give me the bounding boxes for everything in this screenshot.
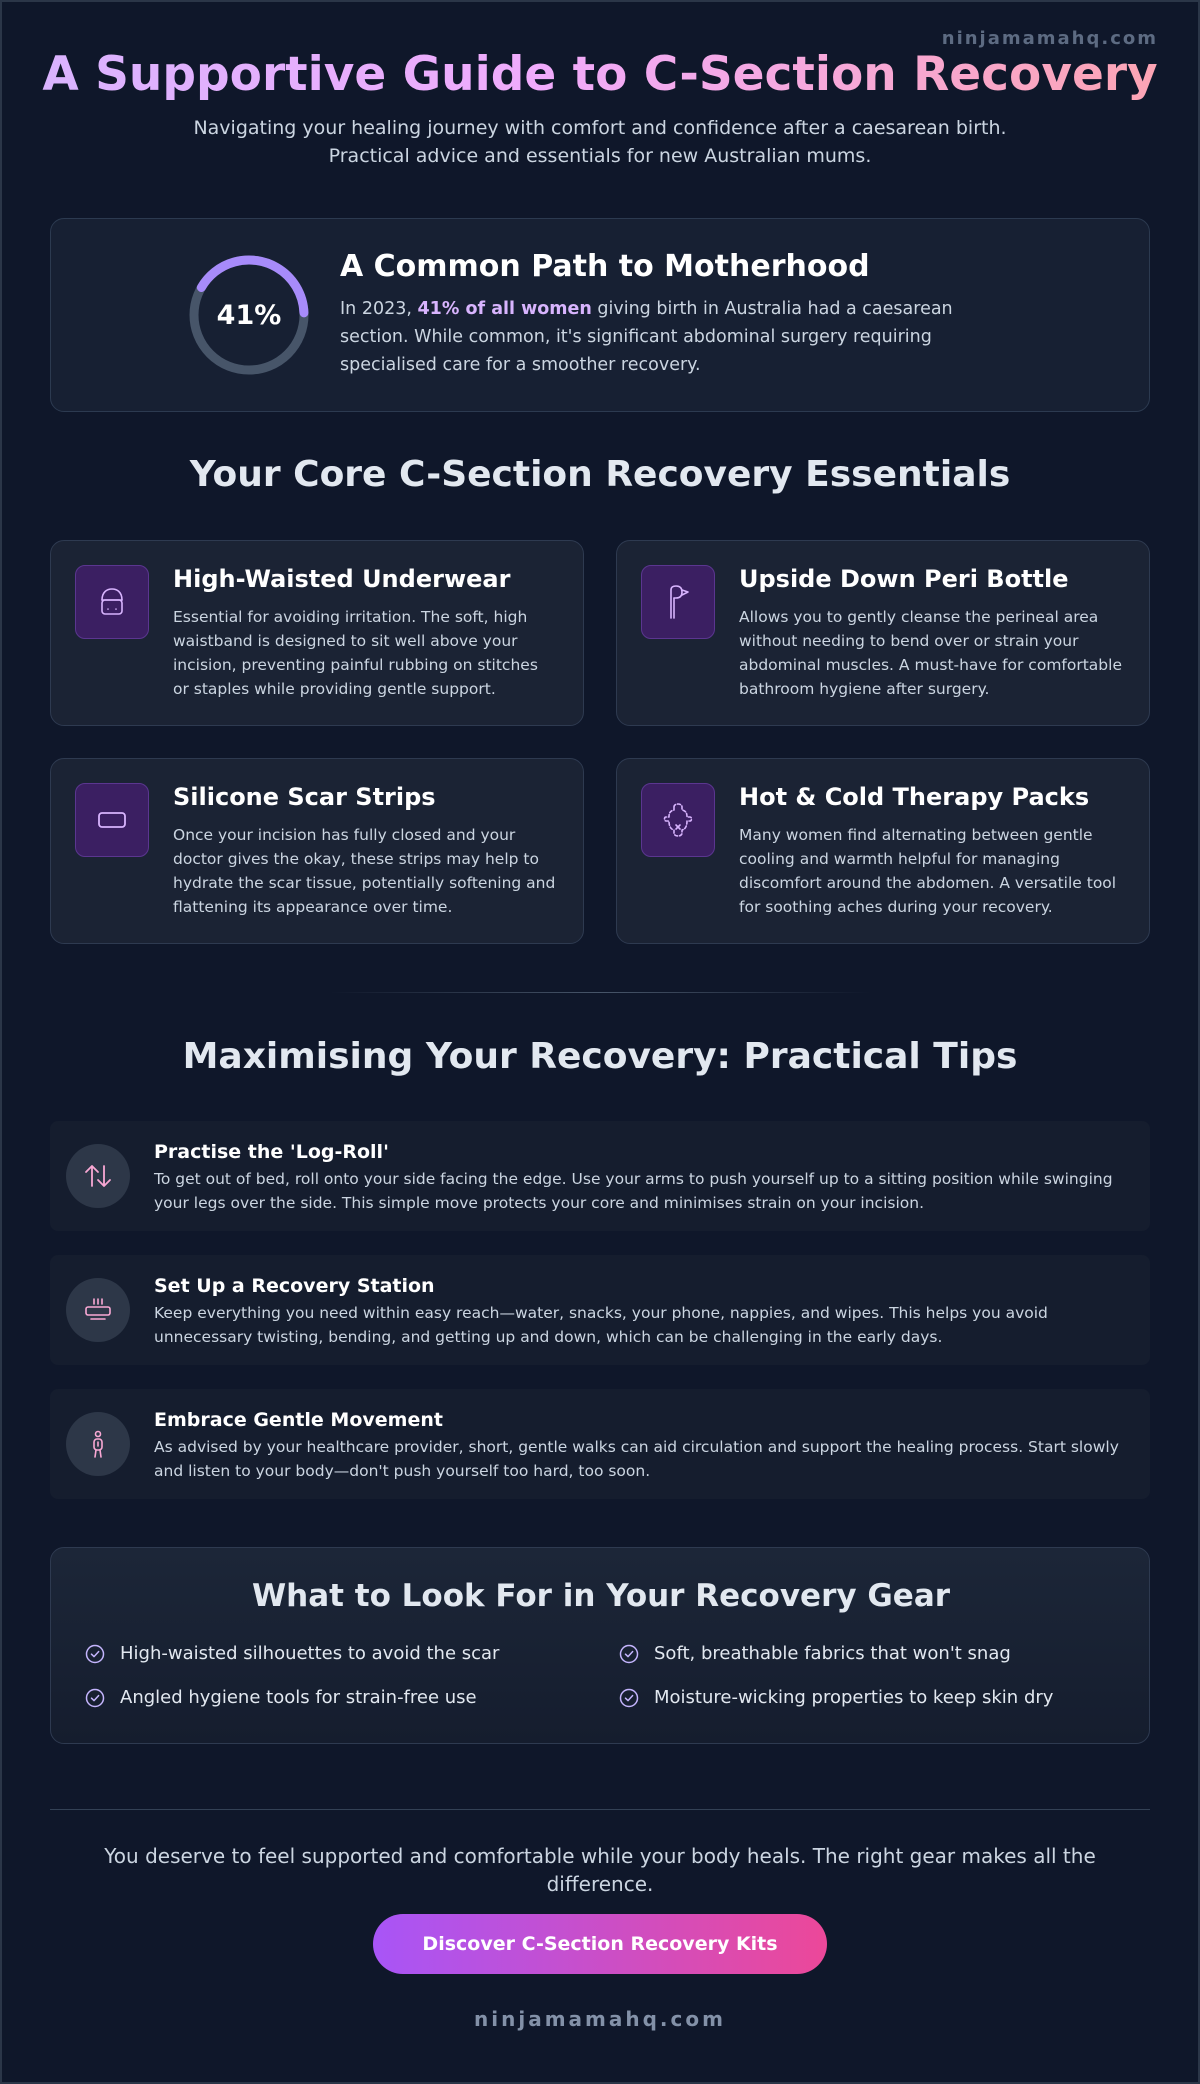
footer-divider [50,1809,1150,1810]
essential-title: Hot & Cold Therapy Packs [739,783,1090,811]
section-divider [330,992,870,993]
stat-highlight: 41% of all women [417,299,592,319]
check-circle-icon [619,1688,639,1707]
percent-label: 41% [216,299,282,331]
tip-title: Embrace Gentle Movement [154,1409,443,1431]
tip-card: Practise the 'Log-Roll' To get out of be… [50,1121,1150,1231]
essential-body: Allows you to gently cleanse the perinea… [739,608,1122,698]
check-circle-icon [85,1688,105,1707]
essential-card: High-Waisted Underwear Essential for avo… [50,540,584,726]
closing-text: You deserve to feel supported and comfor… [104,1844,1096,1896]
tip-title: Practise the 'Log-Roll' [154,1141,389,1163]
page-title: A Supportive Guide to C-Section Recovery [0,44,1200,106]
gear-item-label: High-waisted silhouettes to avoid the sc… [120,1643,500,1664]
check-circle-icon [619,1644,639,1663]
scar-strip-icon [75,783,149,857]
gear-item-label: Soft, breathable fabrics that won't snag [654,1643,1011,1664]
essential-body: Many women find alternating between gent… [739,826,1117,916]
peri-bottle-icon [641,565,715,639]
essential-card: Silicone Scar Strips Once your incision … [50,758,584,944]
tip-card: Set Up a Recovery Station Keep everythin… [50,1255,1150,1365]
walking-person-icon [66,1412,130,1476]
tips-heading: Maximising Your Recovery: Practical Tips [182,1036,1018,1077]
page-subtitle: Navigating your healing journey with com… [193,117,1007,167]
essentials-heading: Your Core C-Section Recovery Essentials [189,454,1011,495]
tip-body: Keep everything you need within easy rea… [154,1304,1048,1346]
check-circle-icon [85,1644,105,1663]
essential-body: Essential for avoiding irritation. The s… [173,608,538,698]
gear-list-item: Angled hygiene tools for strain-free use [85,1687,477,1708]
tip-title: Set Up a Recovery Station [154,1275,435,1297]
essential-body: Once your incision has fully closed and … [173,826,556,916]
stat-body-after: giving birth in Australia had a caesarea… [340,299,953,375]
gear-list-item: Soft, breathable fabrics that won't snag [619,1643,1011,1664]
essential-card: Hot & Cold Therapy Packs Many women find… [616,758,1150,944]
gear-list-item: Moisture-wicking properties to keep skin… [619,1687,1053,1708]
tip-body: To get out of bed, roll onto your side f… [154,1170,1113,1212]
gear-item-label: Moisture-wicking properties to keep skin… [654,1687,1054,1708]
tip-card: Embrace Gentle Movement As advised by yo… [50,1389,1150,1499]
essential-title: Upside Down Peri Bottle [739,565,1069,593]
stat-title: A Common Path to Motherhood [340,249,870,284]
underwear-icon [75,565,149,639]
recovery-station-icon [66,1278,130,1342]
gear-list-item: High-waisted silhouettes to avoid the sc… [85,1643,499,1664]
stat-card: 41% A Common Path to Motherhood In 2023,… [50,218,1150,412]
therapy-pack-icon [641,783,715,857]
essential-title: High-Waisted Underwear [173,565,511,593]
tip-body: As advised by your healthcare provider, … [154,1438,1119,1480]
site-watermark-bottom: ninjamamahq.com [474,2007,726,2031]
discover-kits-button[interactable]: Discover C-Section Recovery Kits [373,1914,827,1974]
gear-heading: What to Look For in Your Recovery Gear [251,1578,951,1614]
stat-body-before: In 2023, [340,299,418,319]
gear-card: What to Look For in Your Recovery Gear H… [50,1547,1150,1744]
site-watermark-top: ninjamamahq.com [941,28,1158,49]
percent-ring-fill [189,255,309,375]
percent-ring [189,255,309,375]
stat-body: In 2023, 41% of all women giving birth i… [340,295,1020,379]
log-roll-arrows-icon [66,1144,130,1208]
gear-item-label: Angled hygiene tools for strain-free use [120,1687,477,1708]
essential-title: Silicone Scar Strips [173,783,436,811]
essential-card: Upside Down Peri Bottle Allows you to ge… [616,540,1150,726]
